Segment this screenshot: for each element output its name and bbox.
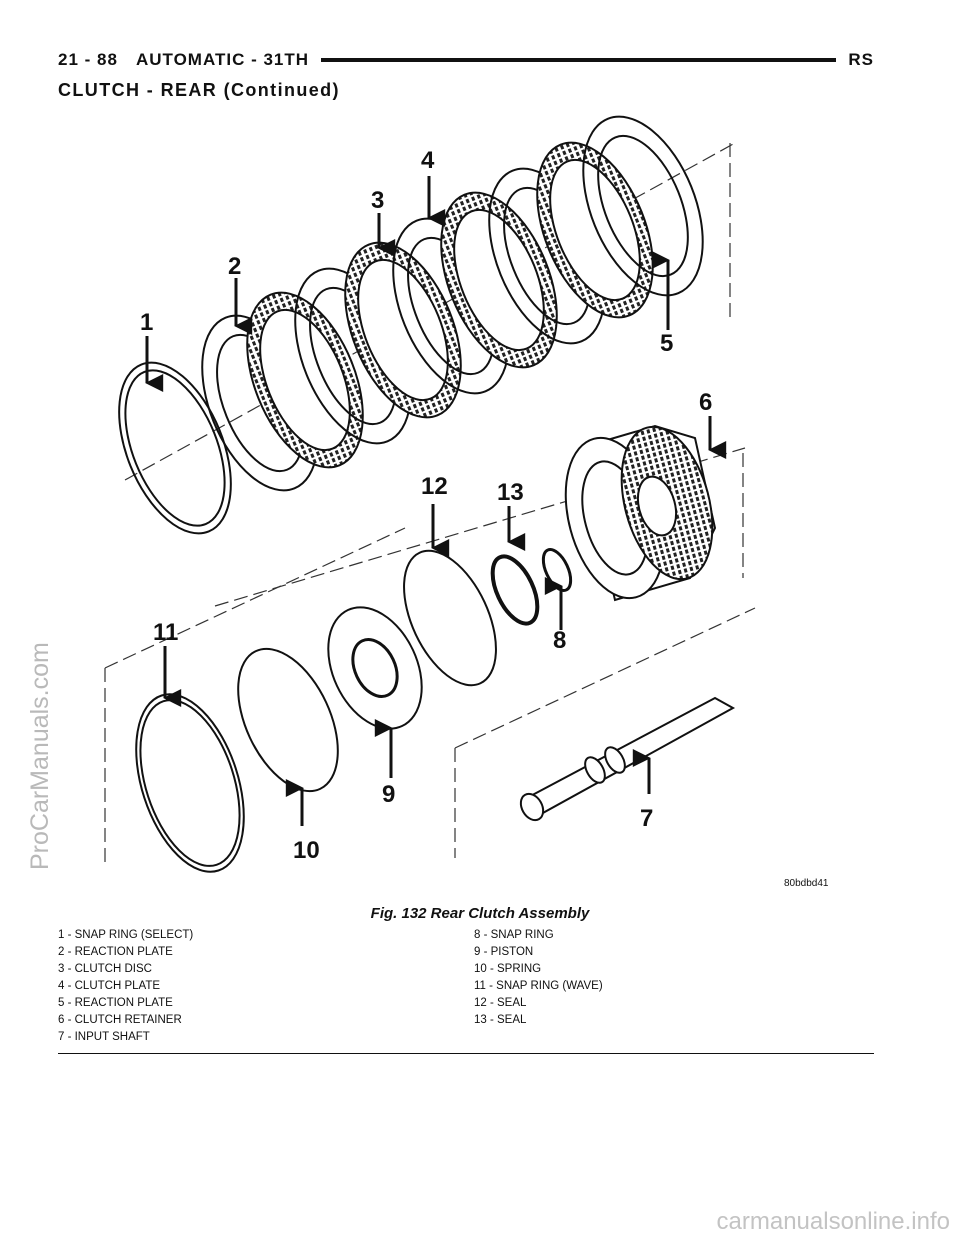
page-number: 21 - 88 (58, 50, 118, 69)
wave-snap-ring (135, 693, 245, 873)
legend-item-4: 4 - CLUTCH PLATE (58, 980, 161, 992)
clutch-pack (118, 115, 704, 535)
legend-item-12: 12 - SEAL (474, 997, 527, 1009)
callout-1: 1 (140, 309, 153, 336)
side-watermark: ProCarManuals.com (26, 642, 54, 870)
seal-13 (490, 554, 540, 626)
page-header: 21 - 88 AUTOMATIC - 31TH RS (58, 46, 874, 74)
figure-caption: Fig. 132 Rear Clutch Assembly (370, 905, 590, 922)
legend-item-6: 6 - CLUTCH RETAINER (58, 1014, 182, 1026)
legend-item-10: 10 - SPRING (474, 963, 542, 975)
spring-10 (237, 647, 339, 793)
callout-9: 9 (382, 781, 395, 808)
callout-2: 2 (228, 253, 241, 280)
input-shaft (519, 696, 736, 822)
model-code: RS (848, 50, 874, 69)
snap-ring-8 (541, 548, 573, 592)
legend-item-9: 9 - PISTON (474, 946, 534, 958)
legend-item-13: 13 - SEAL (474, 1014, 527, 1026)
header-rule (321, 58, 837, 62)
callout-6: 6 (699, 389, 712, 416)
seal-12 (403, 549, 497, 687)
section-title: AUTOMATIC - 31TH (135, 50, 310, 69)
legend-item-2: 2 - REACTION PLATE (58, 946, 173, 958)
callout-13: 13 (497, 479, 524, 506)
figure-image-id: 80bdbd41 (784, 878, 829, 889)
legend-item-5: 5 - REACTION PLATE (58, 997, 173, 1009)
subheading: CLUTCH - REAR (Continued) (58, 80, 340, 100)
legend-rule (58, 1053, 874, 1054)
callout-7: 7 (640, 805, 653, 832)
piston (327, 606, 423, 730)
legend-item-11: 11 - SNAP RING (WAVE) (474, 980, 603, 992)
legend-item-7: 7 - INPUT SHAFT (58, 1031, 150, 1043)
callout-12: 12 (421, 473, 448, 500)
callout-5: 5 (660, 330, 673, 357)
callout-10: 10 (293, 837, 320, 864)
legend-item-1: 1 - SNAP RING (SELECT) (58, 929, 194, 941)
callout-3: 3 (371, 187, 384, 214)
rear-clutch-assembly-illustration: 1 2 3 4 5 6 7 8 9 10 11 12 13 (104, 115, 756, 873)
bottom-watermark: carmanualsonline.info (716, 1208, 950, 1235)
clutch-retainer (564, 424, 717, 602)
legend-item-8: 8 - SNAP RING (474, 929, 554, 941)
parts-legend: 1 - SNAP RING (SELECT) 8 - SNAP RING 2 -… (58, 928, 858, 1045)
callout-8: 8 (553, 627, 566, 654)
callout-4: 4 (421, 147, 435, 174)
legend-item-3: 3 - CLUTCH DISC (58, 963, 152, 975)
callout-11: 11 (153, 619, 178, 646)
